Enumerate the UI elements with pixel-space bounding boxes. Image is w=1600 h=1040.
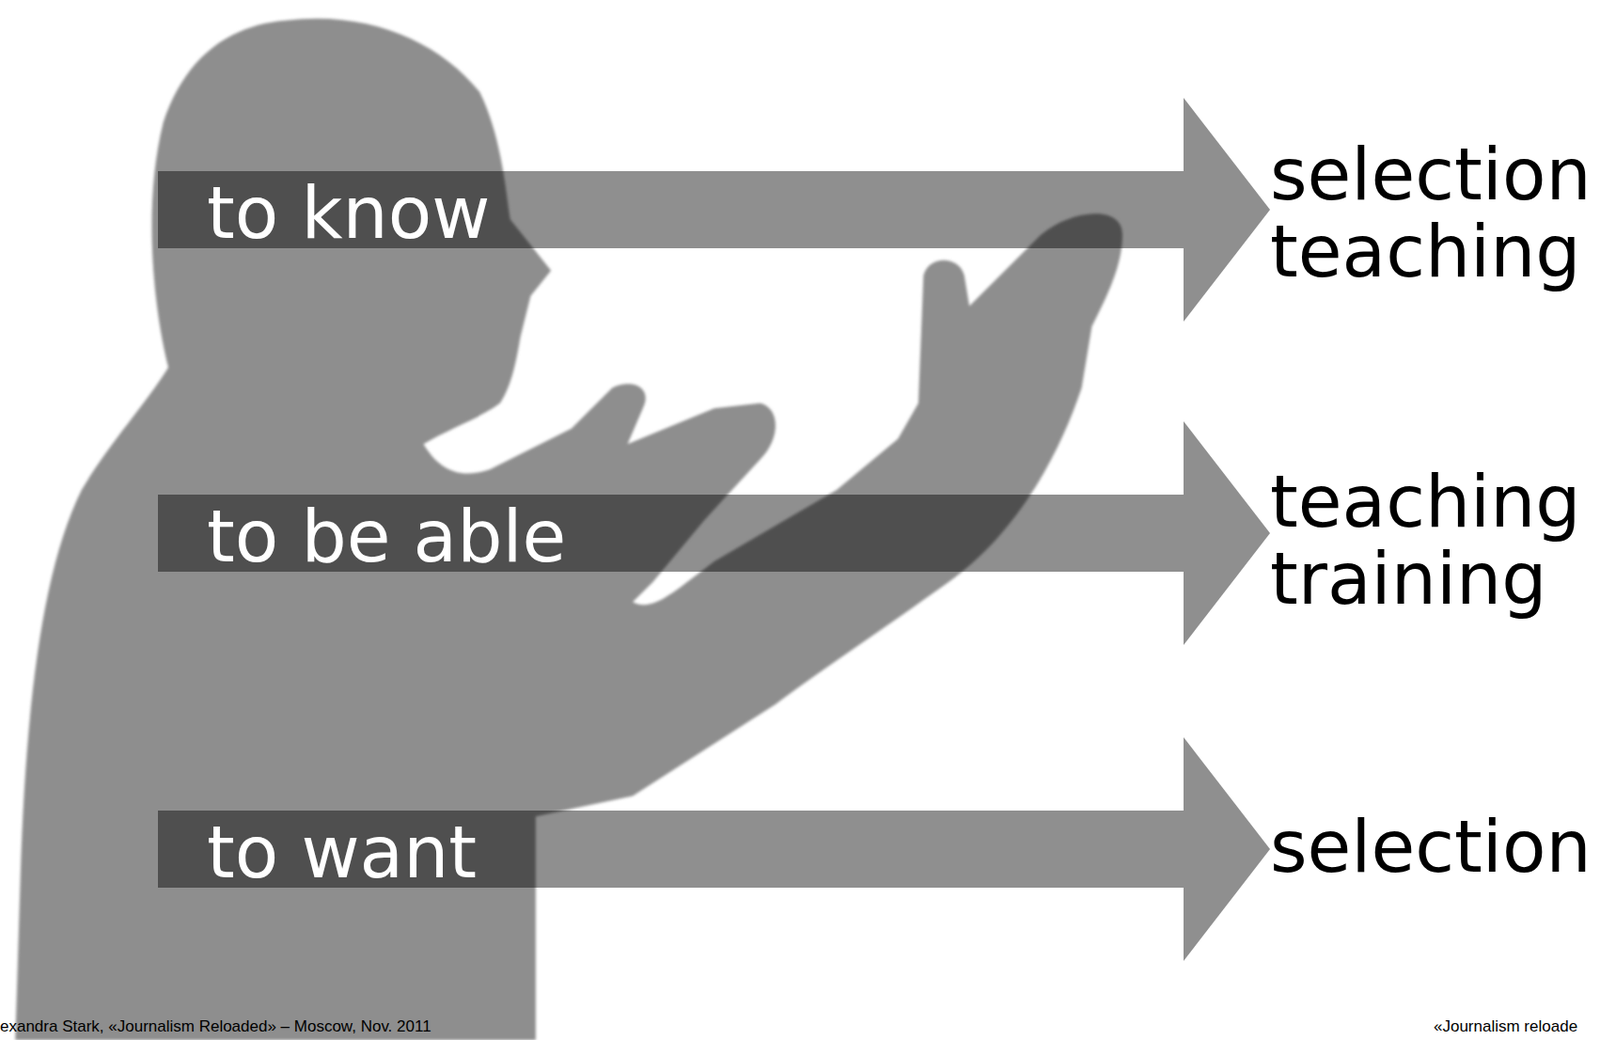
arrow-head [1183,737,1271,961]
block-arrow [1183,737,1271,961]
outcome-text: teaching training [1270,463,1600,618]
block-arrow [1183,97,1271,322]
outcome-text: selection teaching [1270,136,1600,291]
arrow-band: to know [157,171,1184,249]
band-label: to be able [206,498,1184,576]
outcome-box: selection [1270,808,1600,886]
outcome-box: selection teaching [1270,136,1600,291]
outcome-box: teaching training [1270,463,1600,618]
band-label: to know [206,174,1184,252]
footer-note: exandra Stark, «Journalism Reloaded» – M… [0,1017,432,1036]
arrow-head [1183,421,1271,645]
arrow-band: to be able [157,494,1184,572]
arrow-band: to want [157,810,1184,888]
block-arrow [1183,421,1271,645]
outcome-text: selection [1270,808,1600,886]
band-label: to want [206,814,1184,892]
arrow-head [1183,97,1271,322]
footer-note: «Journalism reloade [1433,1017,1578,1036]
